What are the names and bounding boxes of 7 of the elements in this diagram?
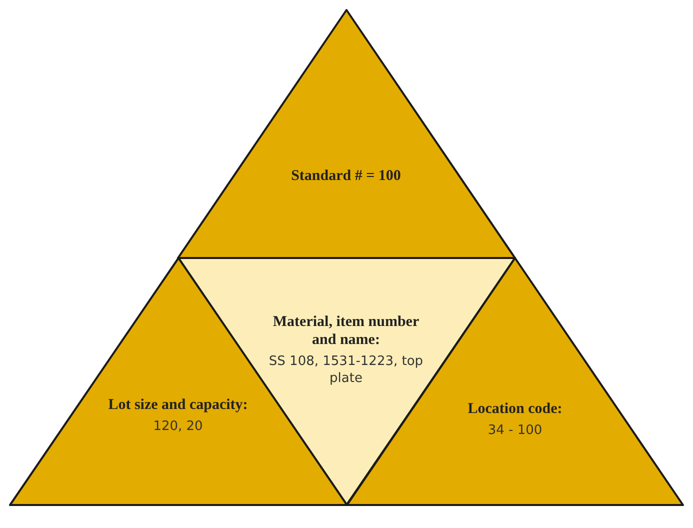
heading: Standard # = 100: [290, 167, 402, 185]
heading: Material, item number and name:: [272, 313, 420, 349]
value-text: 120, 20: [152, 418, 204, 435]
heading: Lot size and capacity:: [108, 396, 248, 414]
value-text: SS 108, 1531-1223, top plate: [268, 353, 424, 387]
heading: Location code:: [466, 400, 564, 418]
value-text: 34 - 100: [486, 422, 544, 439]
